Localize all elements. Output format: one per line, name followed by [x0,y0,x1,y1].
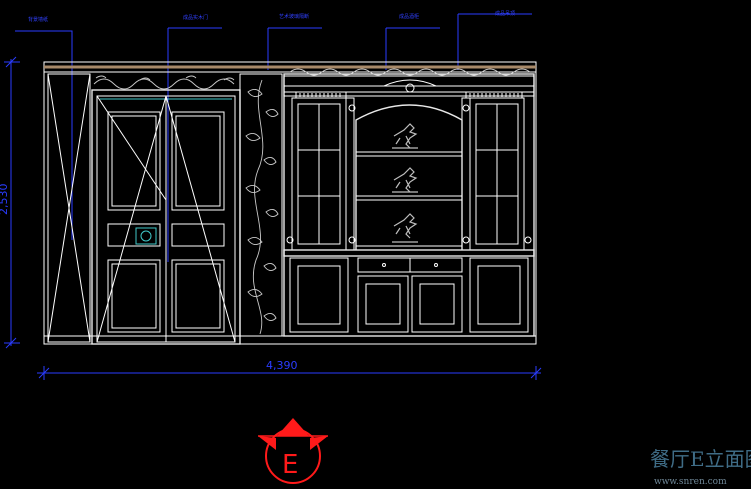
width-label: 4,390 [266,359,298,372]
section-marker-circle [265,428,321,484]
section-marker: E [258,418,328,484]
width-dimension: 4,390 [37,359,542,380]
callout-label-1: 背景墙纸 [28,16,48,23]
height-dimension: 2,530 [0,56,20,349]
height-label: 2,530 [0,184,10,216]
left-wallpaper-panel [47,73,91,343]
wooden-door [91,89,241,345]
open-niche [355,104,463,250]
horse-sculpture-3 [392,213,418,243]
base-center-left-door [357,275,409,333]
base-center-right-door [411,275,463,333]
watermark: 餐厅E立面图 www.snren.com [650,447,751,487]
callout-label-4: 成品酒柜 [399,13,419,20]
horse-sculpture-1 [392,123,418,149]
callout-label-2: 成品实木门 [183,14,208,21]
base-right-door [469,257,529,333]
glass-partition [239,73,283,337]
callout-label-5: 成品吊顶 [495,10,515,17]
horse-sculpture-2 [392,167,418,193]
section-letter: E [282,450,298,480]
wallpaper-pattern [93,68,531,90]
door-handle-ornament [135,227,157,245]
callout-label-3: 艺术玻璃隔断 [279,13,309,20]
wine-cabinet [283,73,535,337]
watermark-site: www.snren.com [654,477,727,487]
watermark-title: 餐厅E立面图 [650,447,751,471]
callout-leader-1 [15,30,73,240]
base-left-door [289,257,349,333]
crown-ornament [383,79,437,87]
